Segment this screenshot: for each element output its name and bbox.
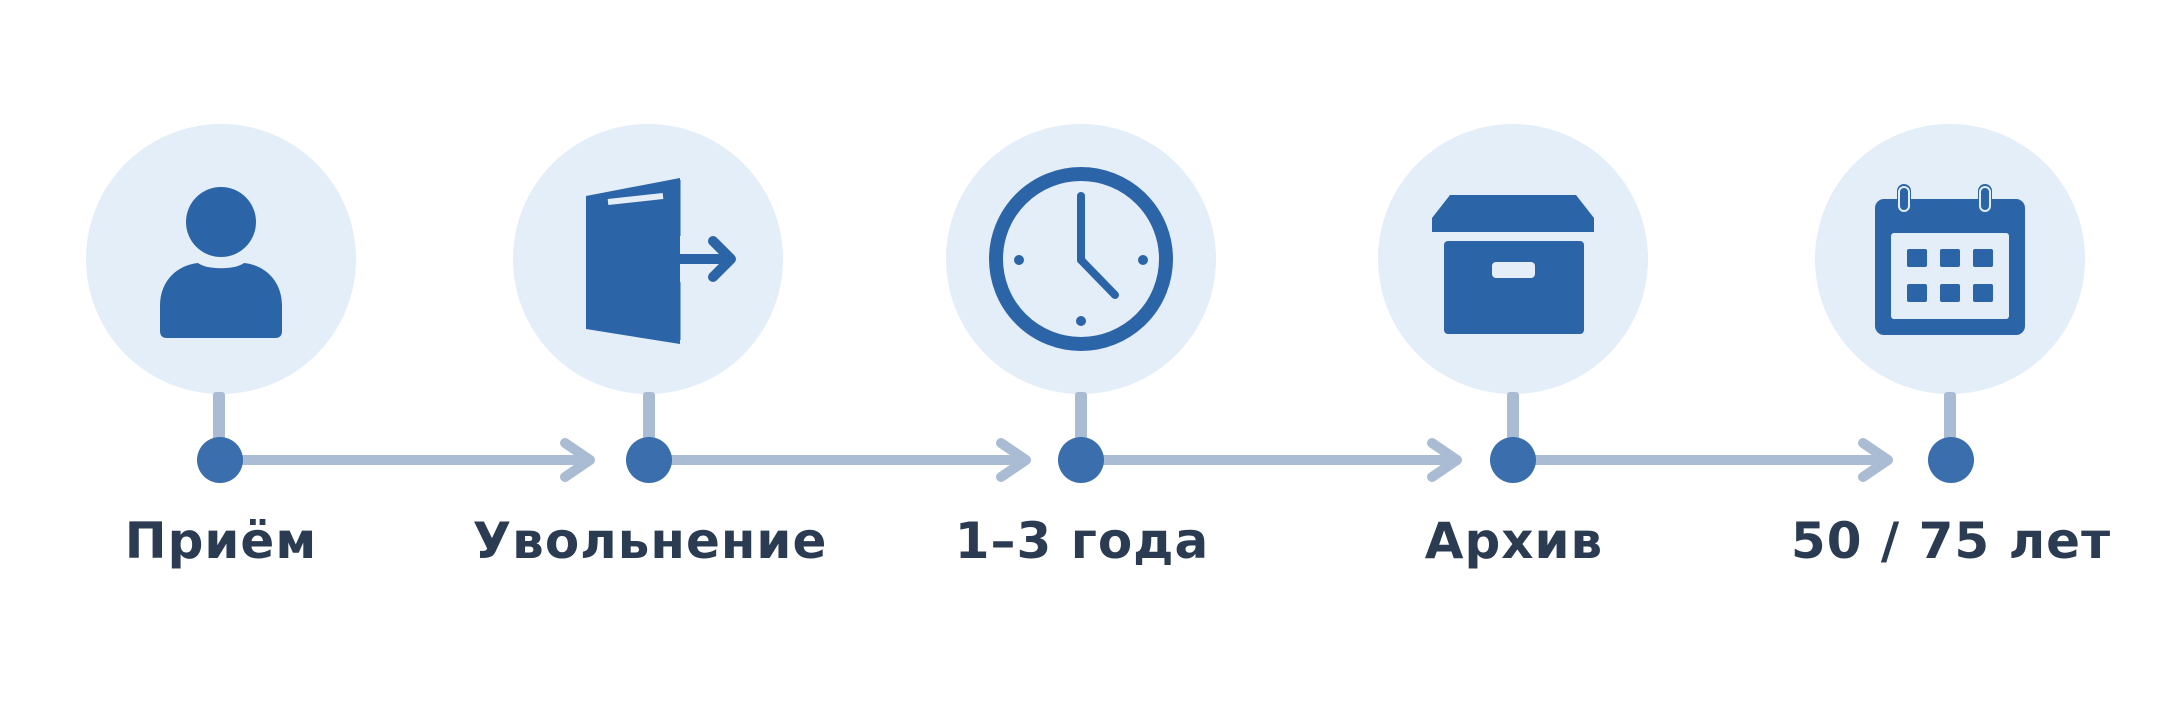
step-2-label: Увольнение — [472, 512, 828, 570]
step-3-node — [1058, 437, 1104, 483]
step-3-icon-circle — [946, 124, 1216, 394]
step-4-icon-circle — [1378, 124, 1648, 394]
step-1-icon-circle — [86, 124, 356, 394]
step-5-icon-circle — [1815, 124, 2085, 394]
arrow-1-2 — [238, 438, 595, 482]
step-4-node — [1490, 437, 1536, 483]
clock-icon — [989, 167, 1173, 351]
step-5-node — [1928, 437, 1974, 483]
arrow-4-5 — [1531, 438, 1893, 482]
step-1-node — [197, 437, 243, 483]
step-1-label: Приём — [124, 512, 318, 570]
step-3-label: 1–3 года — [954, 512, 1210, 570]
archive-box-icon — [1432, 195, 1594, 334]
arrow-2-3 — [667, 438, 1031, 482]
step-4-label: Архив — [1424, 512, 1604, 570]
calendar-icon — [1875, 184, 2025, 335]
step-2-node — [626, 437, 672, 483]
step-5-label: 50 / 75 лет — [1790, 512, 2112, 570]
door-exit-icon — [586, 178, 736, 344]
step-2-icon-circle — [513, 124, 783, 394]
arrow-3-4 — [1099, 438, 1462, 482]
person-icon — [160, 187, 282, 338]
